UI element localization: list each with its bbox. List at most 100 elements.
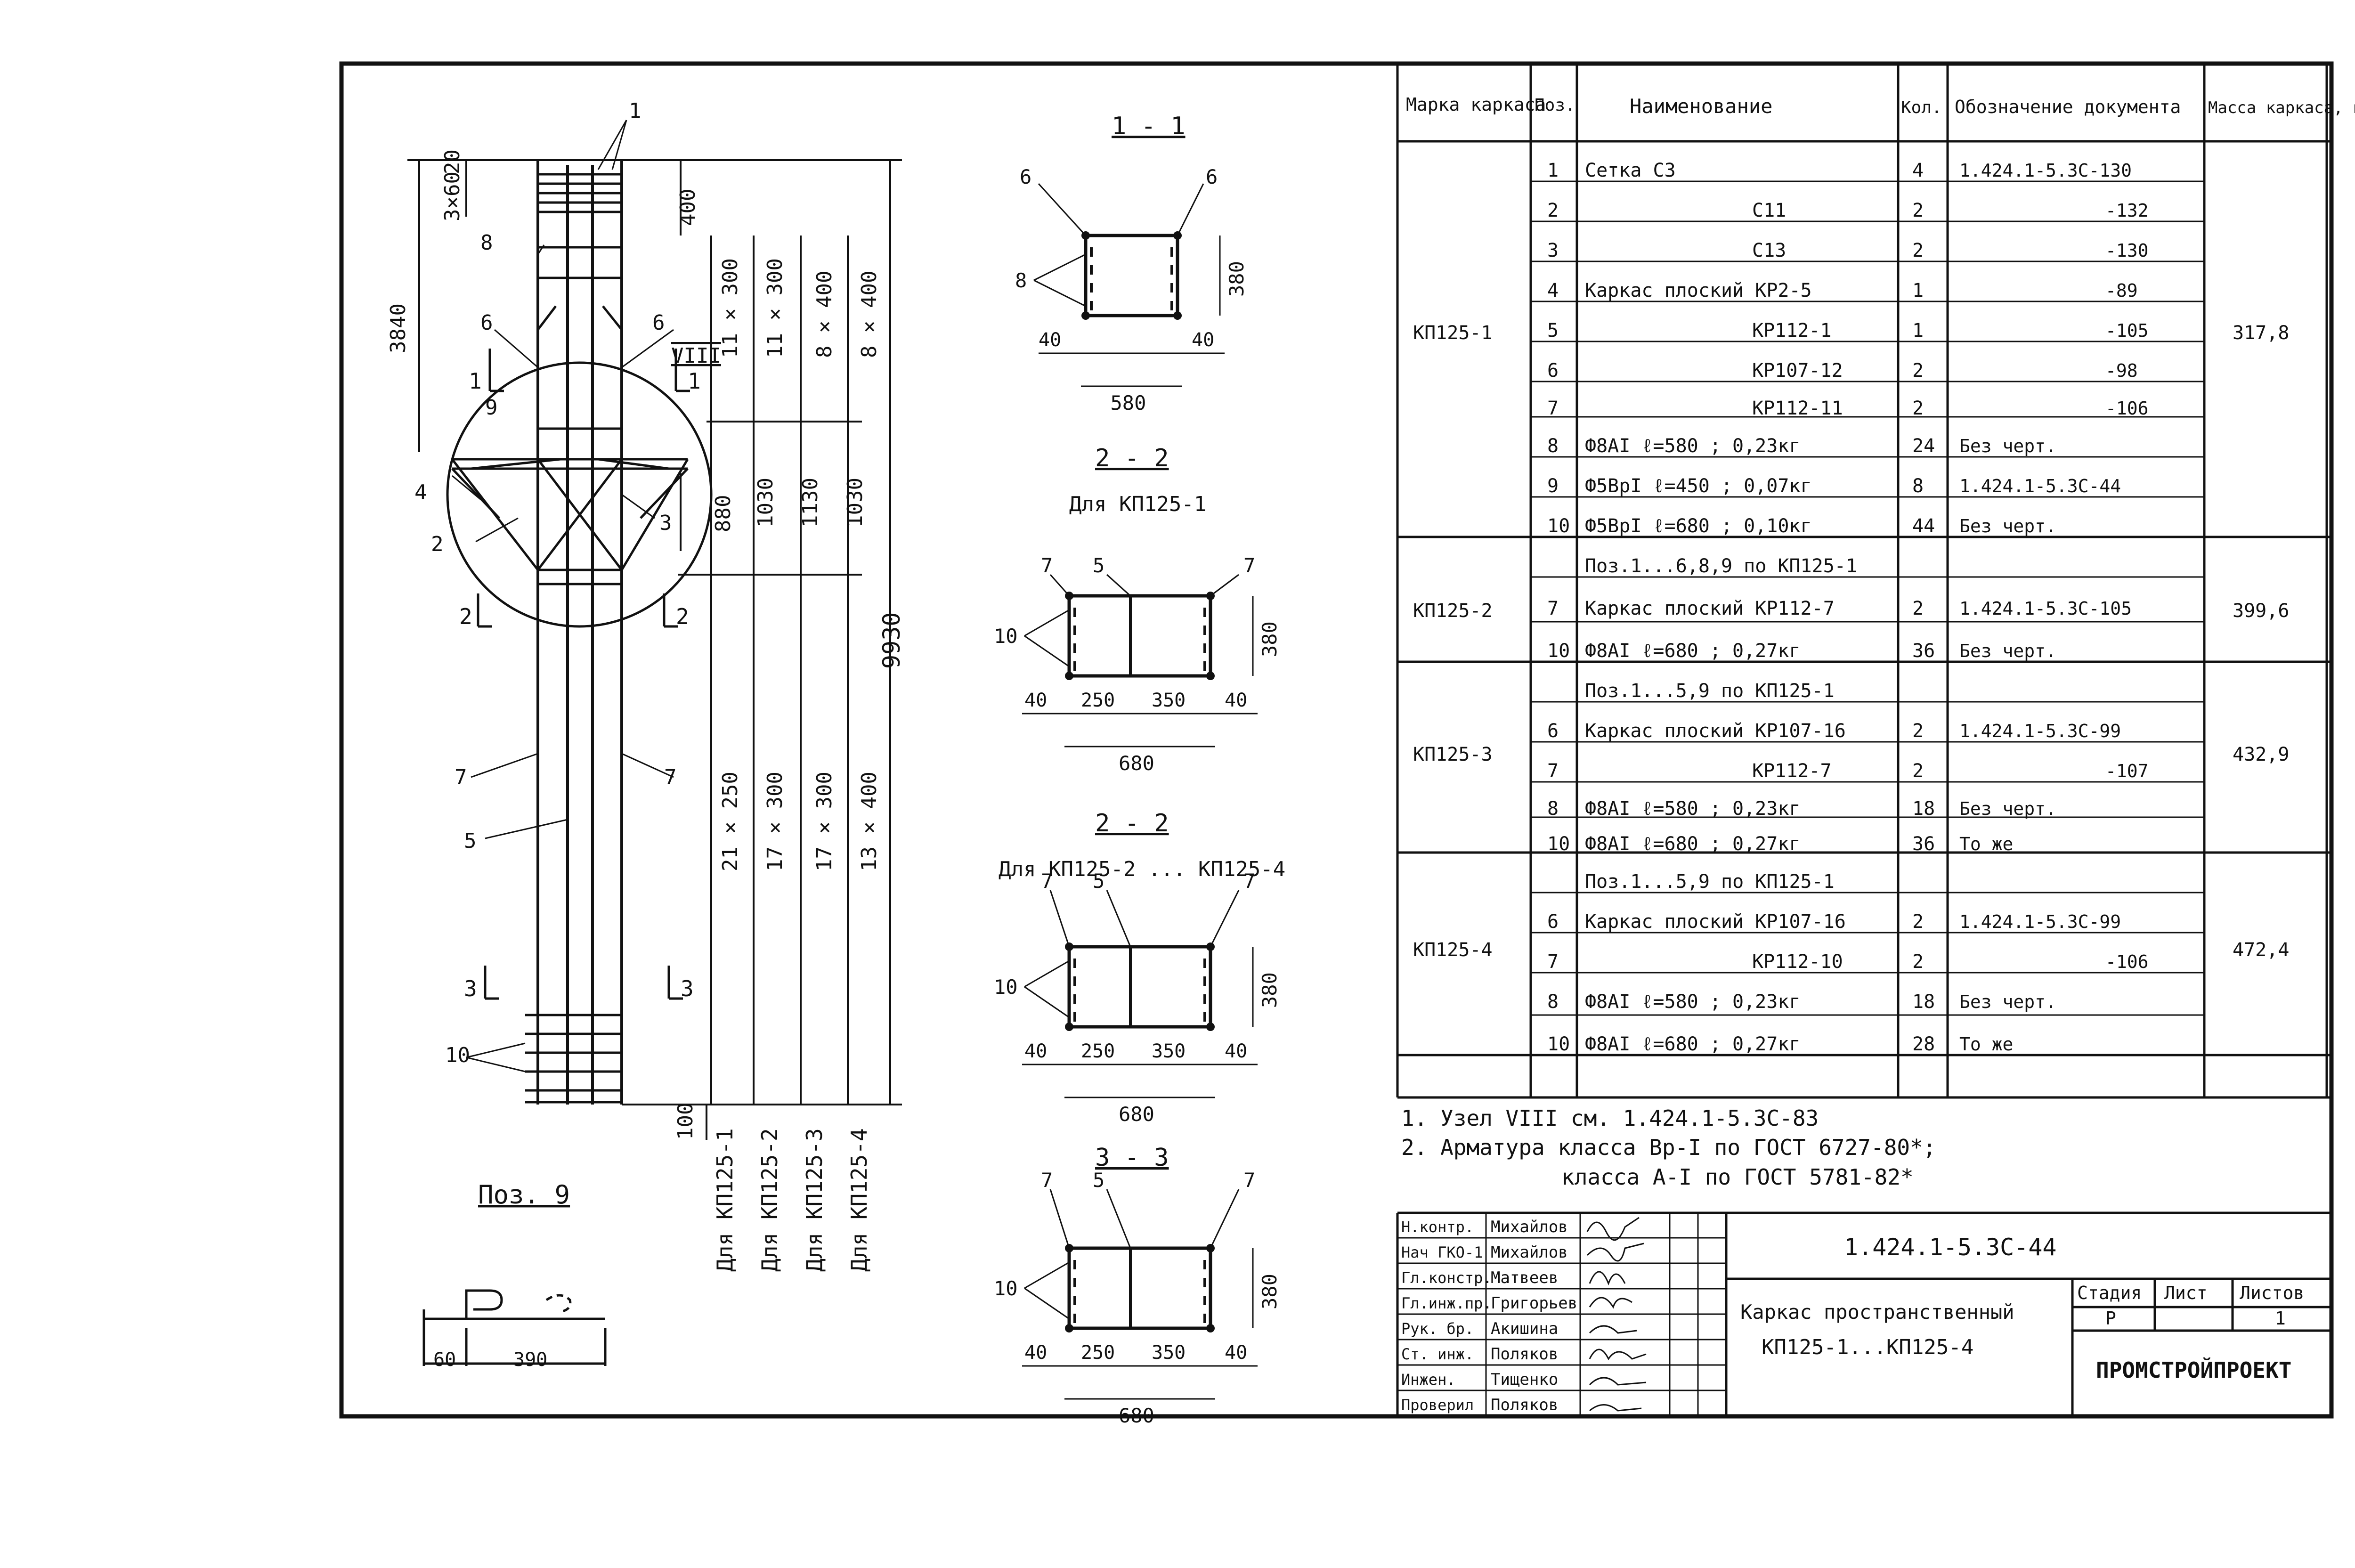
section-dim: 40 [1039, 329, 1061, 351]
dim-col3-bottom: 17 × 300 [812, 772, 836, 871]
callout-viii: VIII [671, 344, 721, 368]
spec-pos: 4 [1547, 280, 1559, 301]
spec-doc: 1.424.1-5.3С-130 [1959, 160, 2132, 181]
spec-name: Ф8АI ℓ=680 ; 0,27кг [1585, 640, 1800, 662]
spec-qty: 2 [1912, 720, 1924, 742]
spec-name: Поз.1...6,8,9 по КП125-1 [1585, 555, 1857, 577]
section-outline [1067, 594, 1212, 678]
spec-name: Поз.1...5,9 по КП125-1 [1585, 871, 1835, 893]
section-label: 10 [994, 975, 1018, 999]
sheet-frame [339, 61, 2334, 1419]
spec-mark: КП125-4 [1413, 939, 1493, 961]
signer-role: Гл.инж.пр. [1401, 1294, 1492, 1312]
spec-name: Ф8АI ℓ=680 ; 0,27кг [1585, 1033, 1800, 1055]
organization: ПРОМСТРОЙПРОЕКТ [2096, 1357, 2291, 1383]
section-subtitle: Для КП125-1 [1069, 492, 1206, 516]
section-title: 1 - 1 [1112, 112, 1186, 140]
title-line-2: КП125-1...КП125-4 [1762, 1335, 1973, 1359]
leader-line [1024, 986, 1070, 1018]
spec-doc: Без черт. [1959, 436, 2056, 456]
spec-qty: 2 [1912, 951, 1924, 973]
section-label: 10 [994, 625, 1018, 648]
section-label: 7 [1041, 869, 1053, 893]
section-mark-1-left: 1 [469, 368, 482, 394]
rebar-dot [1065, 1023, 1073, 1031]
spec-table: Марка каркаса Поз. Наименование Кол. Обо… [1396, 64, 2355, 1099]
callout-6-left: 6 [480, 311, 493, 335]
spec-qty: 18 [1912, 798, 1935, 820]
signer-name: Тищенко [1491, 1370, 1558, 1389]
section-mark-2-left: 2 [459, 604, 472, 629]
leader-line [1106, 574, 1131, 597]
spec-doc: 1.424.1-5.3С-99 [1959, 721, 2121, 741]
spec-pos: 2 [1547, 200, 1559, 221]
leader-line [1024, 609, 1070, 637]
section-label: 7 [1243, 1169, 1255, 1192]
dim-top-20: 20 [440, 149, 464, 174]
spec-pos: 10 [1547, 640, 1570, 662]
section-dim: 40 [1192, 329, 1214, 351]
poz9-dim-390: 390 [513, 1349, 547, 1371]
section-label: 6 [1206, 165, 1218, 188]
note-2-continued: класса А-I по ГОСТ 5781-82* [1561, 1164, 1914, 1190]
section-mark-3-left: 3 [464, 976, 477, 1001]
section-outline [1084, 234, 1179, 317]
rebar-dot [1081, 311, 1090, 320]
spec-name: Ф8АI ℓ=580 ; 0,23кг [1585, 435, 1800, 457]
sheets-value: 1 [2275, 1308, 2286, 1329]
section-dim: 40 [1024, 690, 1047, 711]
section-height-dim: 380 [1258, 972, 1281, 1008]
signer-role: Гл.констр. [1401, 1269, 1492, 1287]
elevation-view: 20 3×60 400 3840 880 11 × 300 11 × 300 8… [386, 99, 905, 1272]
spec-pos: 7 [1547, 760, 1559, 782]
spec-name: Поз.1...5,9 по КП125-1 [1585, 680, 1835, 702]
dim-col4-top: 8 × 400 [857, 271, 881, 358]
section-title: 2 - 2 [1095, 444, 1169, 472]
section-label: 6 [1020, 165, 1031, 188]
spec-pos: 9 [1547, 475, 1559, 497]
callout-2: 2 [431, 532, 444, 556]
spec-pos: 6 [1547, 360, 1559, 382]
callout-9: 9 [485, 396, 498, 420]
leader-line [1033, 279, 1086, 307]
spec-qty: 36 [1912, 833, 1935, 855]
section-outline [1067, 1246, 1212, 1330]
spec-mass: 472,4 [2233, 939, 2289, 961]
leader-line [1049, 574, 1070, 596]
spec-doc: -106 [2105, 398, 2149, 419]
section-label: 10 [994, 1277, 1018, 1300]
rebar-dot [1206, 672, 1215, 680]
spec-pos: 10 [1547, 833, 1570, 855]
section-width-dim: 580 [1111, 391, 1146, 414]
leader-line [1049, 1189, 1070, 1249]
dim-top-400: 400 [676, 189, 700, 226]
callout-1: 1 [629, 99, 642, 123]
spec-doc: Без черт. [1959, 516, 2056, 536]
section-title: 3 - 3 [1095, 1144, 1169, 1172]
spec-name: Каркас плоский КР112-7 [1585, 598, 1835, 619]
section-dim: 40 [1024, 1342, 1047, 1364]
section-label: 5 [1093, 869, 1104, 893]
spec-header-qty: Кол. [1901, 98, 1942, 117]
dim-col1-bottom: 21 × 250 [718, 772, 742, 871]
note-1: 1. Узел VIII см. 1.424.1-5.3С-83 [1401, 1105, 1819, 1131]
spec-doc: -98 [2105, 360, 2138, 381]
spec-pos: 10 [1547, 1033, 1570, 1055]
spec-pos: 7 [1547, 951, 1559, 973]
spec-mark: КП125-2 [1413, 600, 1493, 622]
spec-pos: 8 [1547, 991, 1559, 1013]
callout-4: 4 [414, 480, 427, 504]
spec-doc: Без черт. [1959, 641, 2056, 661]
signer-role: Нач ГКО-1 [1401, 1243, 1483, 1261]
spec-doc: Без черт. [1959, 991, 2056, 1012]
variant-label-3: Для КП125-3 [802, 1128, 827, 1272]
leader-line [1024, 1261, 1070, 1289]
poz9-detail: Поз. 9 60 390 [422, 1180, 607, 1371]
spec-qty: 44 [1912, 515, 1935, 537]
notes: 1. Узел VIII см. 1.424.1-5.3С-83 2. Арма… [1401, 1105, 1936, 1190]
spec-qty: 8 [1912, 475, 1924, 497]
section-outline [1067, 945, 1212, 1029]
